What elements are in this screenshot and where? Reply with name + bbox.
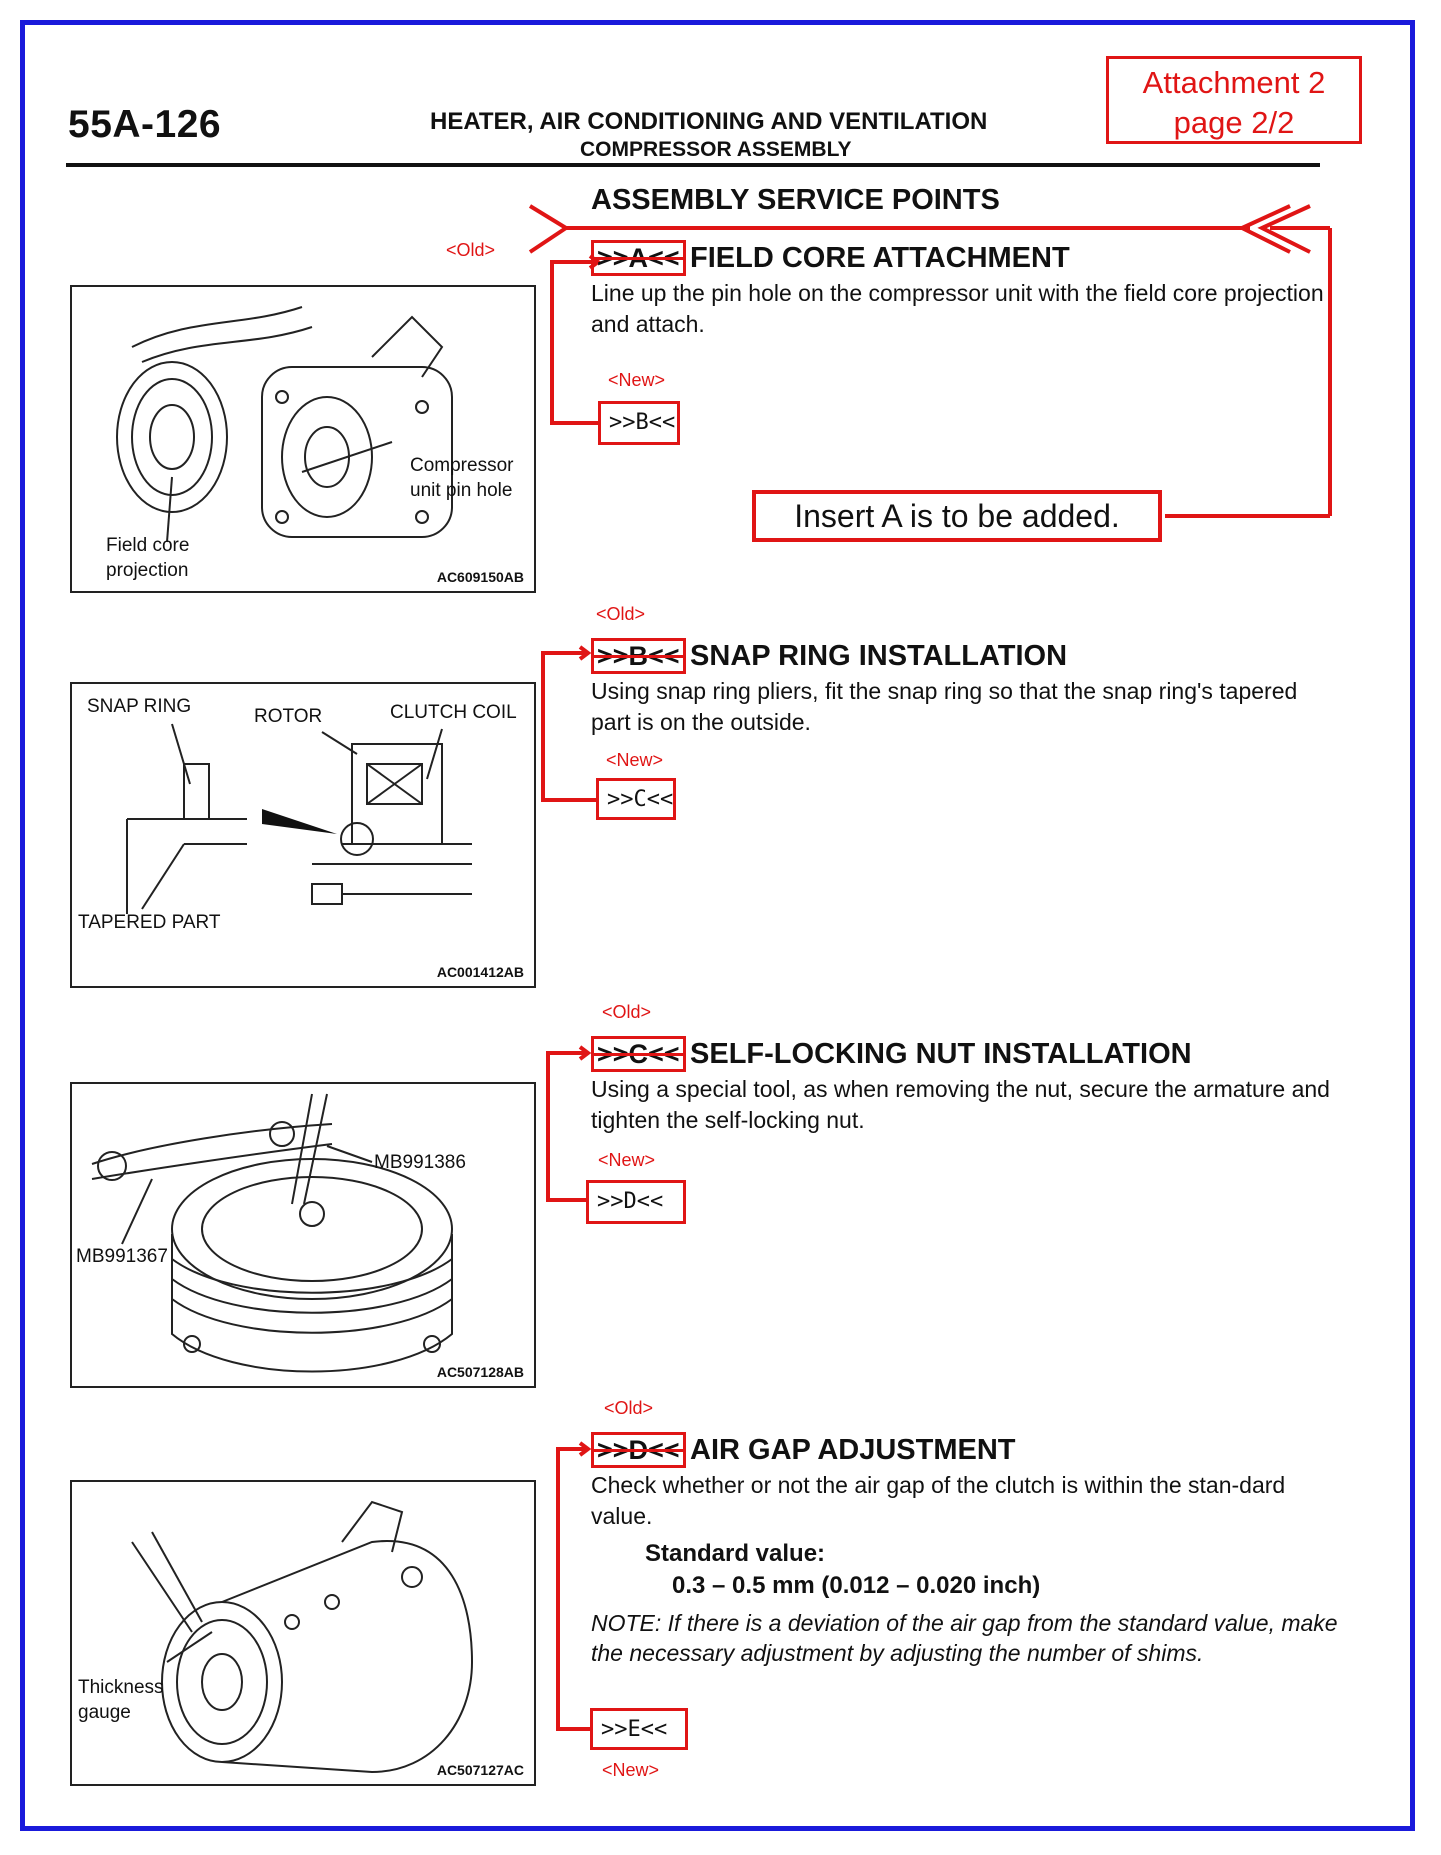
page-frame [20, 20, 1415, 1831]
figure-label: Field core [106, 535, 190, 556]
step-heading: FIELD CORE ATTACHMENT [690, 242, 1070, 274]
old-marker: >>D<< [591, 1432, 686, 1468]
figure-label: projection [106, 560, 189, 581]
figure-code: AC609150AB [436, 569, 524, 585]
note-text: NOTE: If there is a deviation of the air… [591, 1610, 1338, 1666]
page-number: 55A-126 [68, 103, 222, 146]
snap-ring-illustration [126, 723, 472, 914]
old-marker: >>A<< [591, 240, 686, 276]
compressor-illustration [116, 306, 453, 543]
old-tag: <Old> [446, 240, 496, 260]
new-marker: >>B<< [598, 401, 680, 445]
step-body: Check whether or not the air gap of the … [591, 1472, 1286, 1529]
new-marker: >>C<< [596, 778, 676, 820]
insert-note: Insert A is to be added. [752, 490, 1162, 542]
new-marker: >>D<< [586, 1180, 686, 1224]
step-heading: AIR GAP ADJUSTMENT [690, 1434, 1016, 1466]
step-row: >>D<< AIR GAP ADJUSTMENT [591, 1432, 1016, 1468]
figure-label: TAPERED PART [78, 912, 221, 933]
step-row: >>C<< SELF-LOCKING NUT INSTALLATION [591, 1036, 1192, 1072]
step-body: Using snap ring pliers, fit the snap rin… [591, 678, 1298, 735]
nut-tool-illustration [91, 1093, 453, 1373]
figure-label: gauge [78, 1702, 131, 1723]
header-rule [66, 163, 1320, 167]
new-tag: <New> [598, 1150, 656, 1170]
figure-label: Compressor [410, 455, 514, 476]
old-tag: <Old> [602, 1002, 652, 1022]
figure-label: MB991367 [76, 1246, 168, 1267]
step-body: Using a special tool, as when removing t… [591, 1076, 1330, 1133]
step-row: >>A<< FIELD CORE ATTACHMENT [591, 240, 1070, 276]
figure-code: AC001412AB [436, 964, 524, 980]
thickness-gauge-illustration [131, 1500, 474, 1774]
step-heading: SELF-LOCKING NUT INSTALLATION [690, 1038, 1192, 1070]
old-marker: >>C<< [591, 1036, 686, 1072]
header-subtitle: COMPRESSOR ASSEMBLY [580, 138, 852, 161]
figure-self-locking-nut: MB991386 MB991367 AC507128AB [70, 1082, 536, 1388]
new-marker: >>E<< [590, 1708, 688, 1750]
figure-label: Thickness [78, 1677, 164, 1698]
figure-air-gap: Thickness gauge AC507127AC [70, 1480, 536, 1786]
attachment-line2: page 2/2 [1173, 105, 1295, 140]
header-title: HEATER, AIR CONDITIONING AND VENTILATION [430, 108, 988, 135]
new-tag: <New> [608, 370, 666, 390]
old-marker: >>B<< [591, 638, 686, 674]
figure-snap-ring: SNAP RING ROTOR CLUTCH COIL TAPERED PART… [70, 682, 536, 988]
new-tag: <New> [602, 1760, 660, 1780]
figure-label: MB991386 [374, 1152, 466, 1173]
standard-value-label: Standard value: [645, 1540, 826, 1567]
figure-label: ROTOR [254, 706, 323, 727]
figure-label: SNAP RING [87, 696, 192, 717]
figure-label: unit pin hole [410, 480, 513, 501]
new-tag: <New> [606, 750, 664, 770]
step-heading: SNAP RING INSTALLATION [690, 640, 1068, 672]
figure-code: AC507128AB [436, 1364, 524, 1380]
section-title: ASSEMBLY SERVICE POINTS [591, 184, 1000, 216]
figure-field-core: Compressor unit pin hole Field core proj… [70, 285, 536, 593]
step-body: Line up the pin hole on the compressor u… [591, 280, 1324, 337]
old-tag: <Old> [604, 1398, 654, 1418]
old-tag: <Old> [596, 604, 646, 624]
attachment-box: Attachment 2 page 2/2 [1106, 56, 1362, 144]
figure-label: CLUTCH COIL [390, 702, 517, 723]
standard-value: 0.3 – 0.5 mm (0.012 – 0.020 inch) [672, 1572, 1041, 1599]
figure-code: AC507127AC [436, 1762, 524, 1778]
attachment-line1: Attachment 2 [1142, 65, 1326, 100]
step-row: >>B<< SNAP RING INSTALLATION [591, 638, 1067, 674]
